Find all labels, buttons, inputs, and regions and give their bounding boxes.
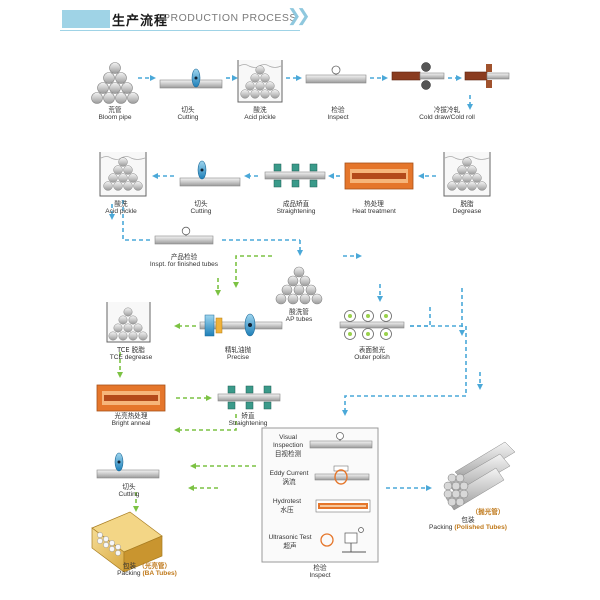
inspect-box-frame [261,427,379,563]
label-packing-ba: 包装 （光亮管） Packing (BA Tubes) [104,562,190,578]
straightening-2-icon [217,385,281,410]
blue-arrowheads [109,75,483,491]
blue-flow-arrows [111,77,481,489]
packing-ba-cn: 包装 [122,562,137,570]
header-title-en: PRODUCTION PROCESS [163,12,297,24]
label-polished-sub-cn: （抛光管） [471,509,505,516]
header-chevron-icon: ❯❯ [287,6,310,25]
ba-tubes-wooden-case-icon [91,511,163,573]
packing-polished-sub-en: (Polished Tubes) [454,524,507,531]
heat-treatment-furnace-icon [344,162,414,190]
packing-ba-sub-en: (BA Tubes) [142,570,177,577]
header-title-cn: 生产流程 [112,14,169,29]
cold-draw-roll-icon [391,62,510,90]
outer-polish-icon [339,310,405,340]
packing-ba-sub-cn: （光亮管） [138,562,172,570]
label-eddy-current: Eddy Current 涡流 [264,470,314,486]
tce-degrease-tank-icon [106,302,151,343]
finished-inspect-icon [154,226,214,245]
label-ultrasonic-test: Ultrasonic Test 超声 [263,534,317,550]
inspect-1-icon [305,65,367,84]
bloom-pipe-pile-icon [91,62,139,104]
header-accent-bar [62,10,110,28]
header-underline [60,30,300,31]
label-visual-inspection: Visual Inspection 目视检测 [266,434,310,458]
hydrotest-icon [315,499,371,513]
bright-anneal-furnace-icon [96,384,166,412]
acid-pickle-1-tank-icon [237,60,283,103]
cutting-1-icon [159,68,223,89]
degrease-tank-icon [443,152,491,197]
hydrotest-cn: 水压 [280,506,294,514]
packing-polished-en: Packing [429,524,453,531]
eddy-current-icon [314,465,370,485]
polished-tubes-bundle-icon [443,441,516,511]
green-arrowheads [117,282,239,512]
label-packing-polished: 包装 Packing (Polished Tubes) [429,516,507,531]
straightening-1-icon [264,163,326,188]
ultrasonic-test-icon [320,527,366,553]
precise-rolling-icon [199,313,283,337]
ultrasonic-test-cn: 超声 [283,542,297,550]
packing-ba-en: Packing [117,570,141,577]
cutting-3-icon [96,452,160,479]
visual-inspection-icon [309,432,373,449]
label-hydrotest: Hydrotest 水压 [264,498,310,514]
visual-inspection-cn: 目视检测 [274,450,302,458]
eddy-current-cn: 涡流 [282,478,296,486]
ap-tubes-pile-icon [275,266,323,305]
visual-inspection-en2: Inspection [272,442,304,449]
cutting-2-icon [179,160,241,187]
green-flow-arrows [119,255,272,506]
acid-pickle-2-tank-icon [99,152,147,197]
